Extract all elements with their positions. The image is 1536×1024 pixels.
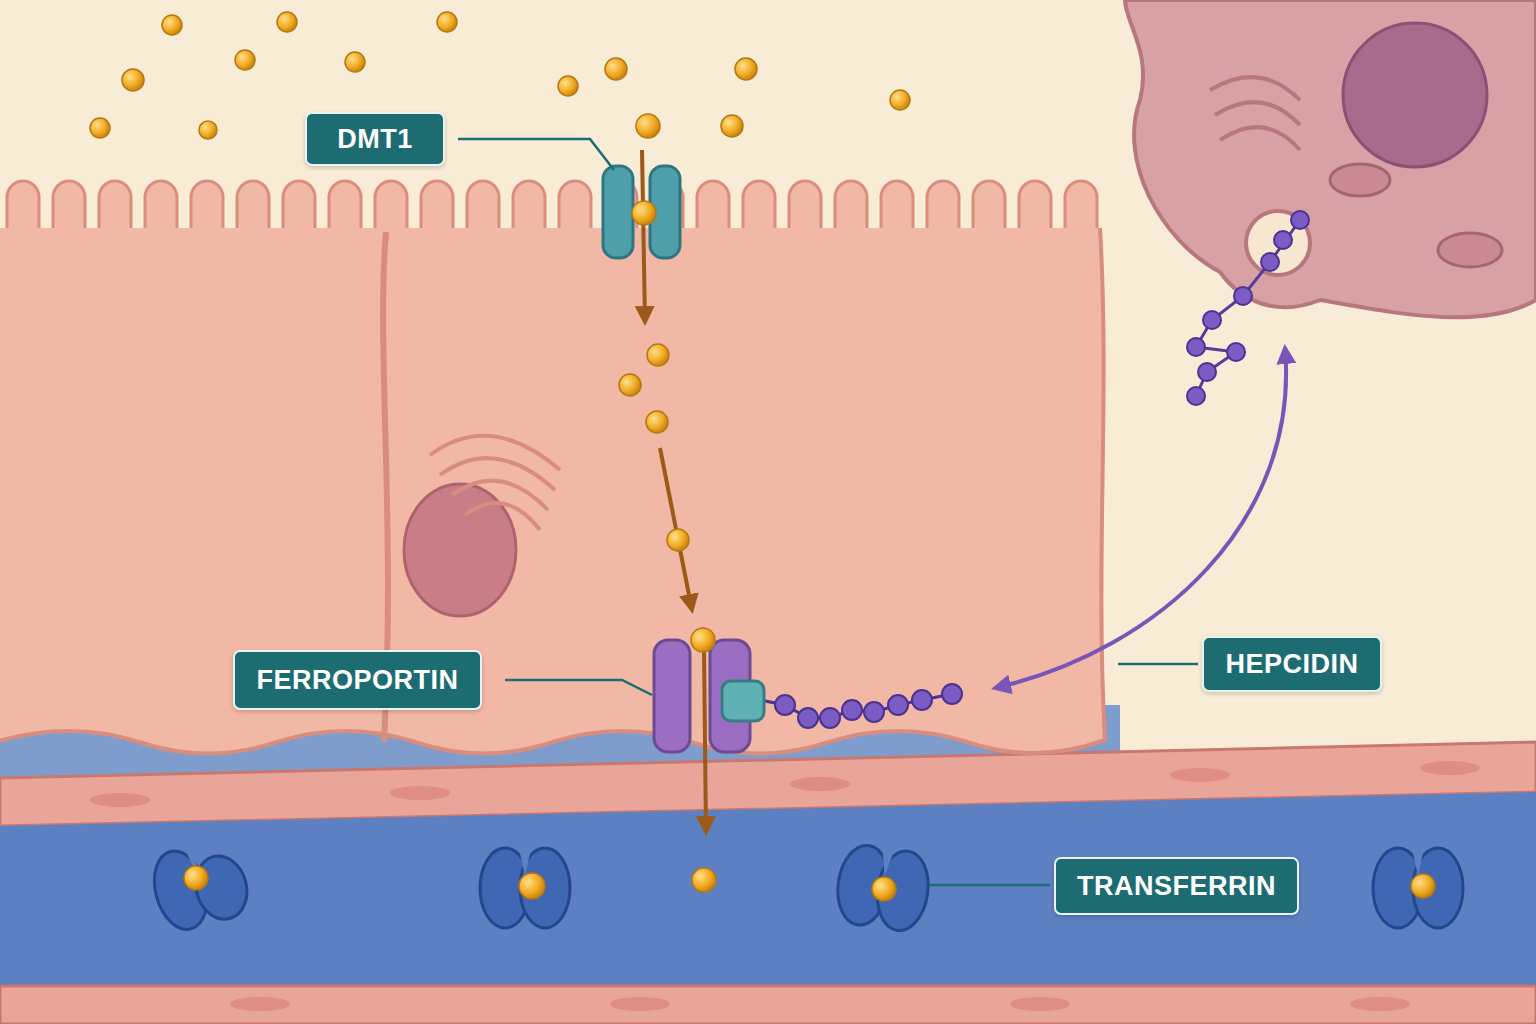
- hepcidin-beads: [1187, 211, 1309, 405]
- label-box: HEPCIDIN: [1202, 636, 1382, 692]
- cell-membrane: [0, 228, 1105, 754]
- mitochondrion: [1438, 233, 1502, 267]
- leader-line: [1118, 663, 1198, 666]
- binding-site: [722, 681, 764, 721]
- hepcidin-beads: [775, 684, 962, 728]
- iron-ion: [90, 12, 1435, 901]
- dmt1-transporter: [603, 166, 633, 258]
- hepatocyte-er: [1210, 77, 1300, 150]
- label-text: TRANSFERRIN: [1077, 871, 1276, 902]
- vessel-wall: [0, 986, 1536, 1024]
- golgi: [430, 436, 560, 530]
- iron-path-arrow: [642, 150, 645, 322]
- label-box: DMT1: [305, 112, 445, 166]
- vessel-lumen: [0, 792, 1536, 988]
- leader-line: [930, 884, 1050, 887]
- iron-path-arrow: [704, 650, 706, 832]
- endothelial-nuclei: [90, 761, 1480, 1011]
- secretory-pit: [1246, 211, 1310, 275]
- transferrin-protein: [146, 833, 1463, 935]
- ferroportin-channel: [654, 640, 690, 752]
- hepatocyte: [1125, 0, 1536, 317]
- hepatocyte-nucleus: [1343, 23, 1487, 167]
- label-box: FERROPORTIN: [233, 650, 482, 710]
- leader-line: [505, 680, 652, 695]
- label-text: DMT1: [337, 124, 413, 155]
- leader-line: [458, 139, 614, 170]
- iron-path-arrow: [660, 448, 692, 610]
- label-text: HEPCIDIN: [1225, 649, 1358, 680]
- label-text: FERROPORTIN: [256, 665, 458, 696]
- label-box: TRANSFERRIN: [1054, 857, 1299, 915]
- mitochondrion: [1330, 164, 1390, 196]
- enterocyte: [0, 228, 1105, 754]
